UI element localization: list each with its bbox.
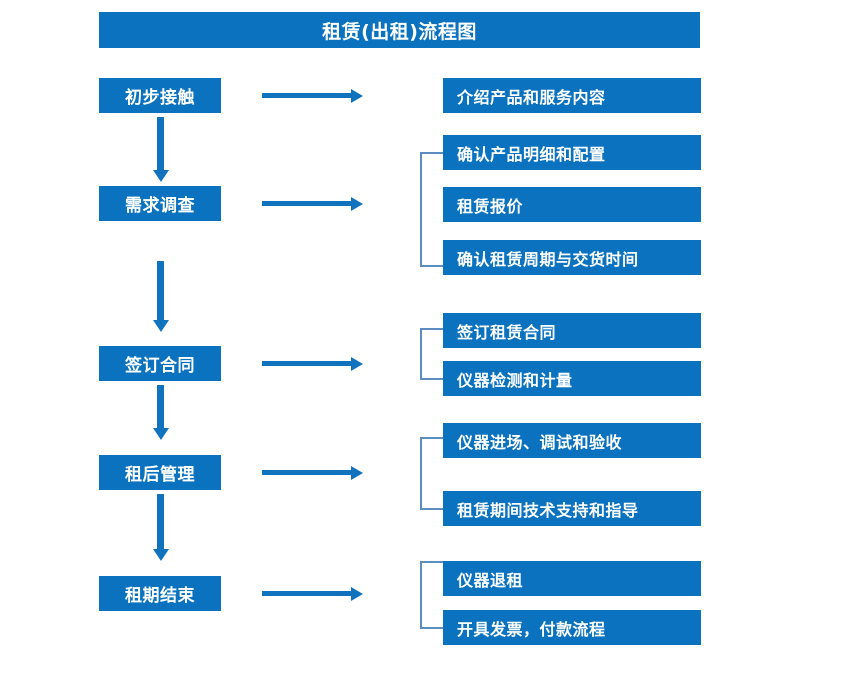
detail-box-6[interactable]: 仪器检测和计量 bbox=[443, 361, 701, 396]
horizontal-arrow-stage-1 bbox=[262, 93, 352, 98]
vertical-arrow-1-to-2 bbox=[157, 117, 164, 171]
vertical-arrow-2-to-3 bbox=[157, 261, 164, 321]
detail-box-4[interactable]: 确认租赁周期与交货时间 bbox=[443, 240, 701, 275]
detail-label-6: 仪器检测和计量 bbox=[457, 370, 573, 390]
horizontal-arrow-stage-4 bbox=[262, 470, 352, 475]
detail-label-9: 仪器退租 bbox=[457, 570, 524, 590]
detail-box-5[interactable]: 签订租赁合同 bbox=[443, 313, 701, 348]
stage-label-2: 需求调查 bbox=[125, 196, 195, 216]
horizontal-arrow-stage-5 bbox=[262, 591, 352, 596]
detail-box-8[interactable]: 租赁期间技术支持和指导 bbox=[443, 491, 701, 526]
vertical-arrow-3-to-4 bbox=[157, 385, 164, 429]
stage-box-3[interactable]: 签订合同 bbox=[99, 346, 221, 381]
detail-label-7: 仪器进场、调试和验收 bbox=[457, 432, 623, 452]
page-title: 租赁(出租)流程图 bbox=[99, 12, 700, 48]
stage-box-4[interactable]: 租后管理 bbox=[99, 455, 221, 490]
detail-box-3[interactable]: 租赁报价 bbox=[443, 187, 701, 222]
bracket-group-3 bbox=[420, 328, 443, 380]
detail-label-4: 确认租赁周期与交货时间 bbox=[457, 249, 639, 269]
detail-box-10[interactable]: 开具发票，付款流程 bbox=[443, 610, 701, 645]
vertical-arrow-4-to-5 bbox=[157, 494, 164, 550]
detail-label-1: 介绍产品和服务内容 bbox=[457, 87, 606, 107]
horizontal-arrow-stage-2 bbox=[262, 201, 352, 206]
detail-label-10: 开具发票，付款流程 bbox=[457, 619, 606, 639]
detail-box-2[interactable]: 确认产品明细和配置 bbox=[443, 135, 701, 170]
stage-box-1[interactable]: 初步接触 bbox=[99, 78, 221, 113]
stage-label-4: 租后管理 bbox=[125, 465, 195, 485]
detail-box-1[interactable]: 介绍产品和服务内容 bbox=[443, 78, 701, 113]
detail-label-5: 签订租赁合同 bbox=[457, 322, 557, 342]
bracket-group-2 bbox=[420, 152, 443, 267]
detail-label-8: 租赁期间技术支持和指导 bbox=[457, 500, 639, 520]
detail-label-2: 确认产品明细和配置 bbox=[457, 144, 606, 164]
stage-label-3: 签订合同 bbox=[125, 356, 195, 376]
stage-label-1: 初步接触 bbox=[125, 88, 195, 108]
stage-label-5: 租期结束 bbox=[125, 586, 195, 606]
detail-label-3: 租赁报价 bbox=[457, 196, 524, 216]
stage-box-5[interactable]: 租期结束 bbox=[99, 576, 221, 611]
detail-box-7[interactable]: 仪器进场、调试和验收 bbox=[443, 423, 701, 458]
bracket-group-4 bbox=[420, 437, 443, 510]
bracket-group-5 bbox=[420, 561, 443, 629]
horizontal-arrow-stage-3 bbox=[262, 361, 352, 366]
stage-box-2[interactable]: 需求调查 bbox=[99, 186, 221, 221]
detail-box-9[interactable]: 仪器退租 bbox=[443, 561, 701, 596]
